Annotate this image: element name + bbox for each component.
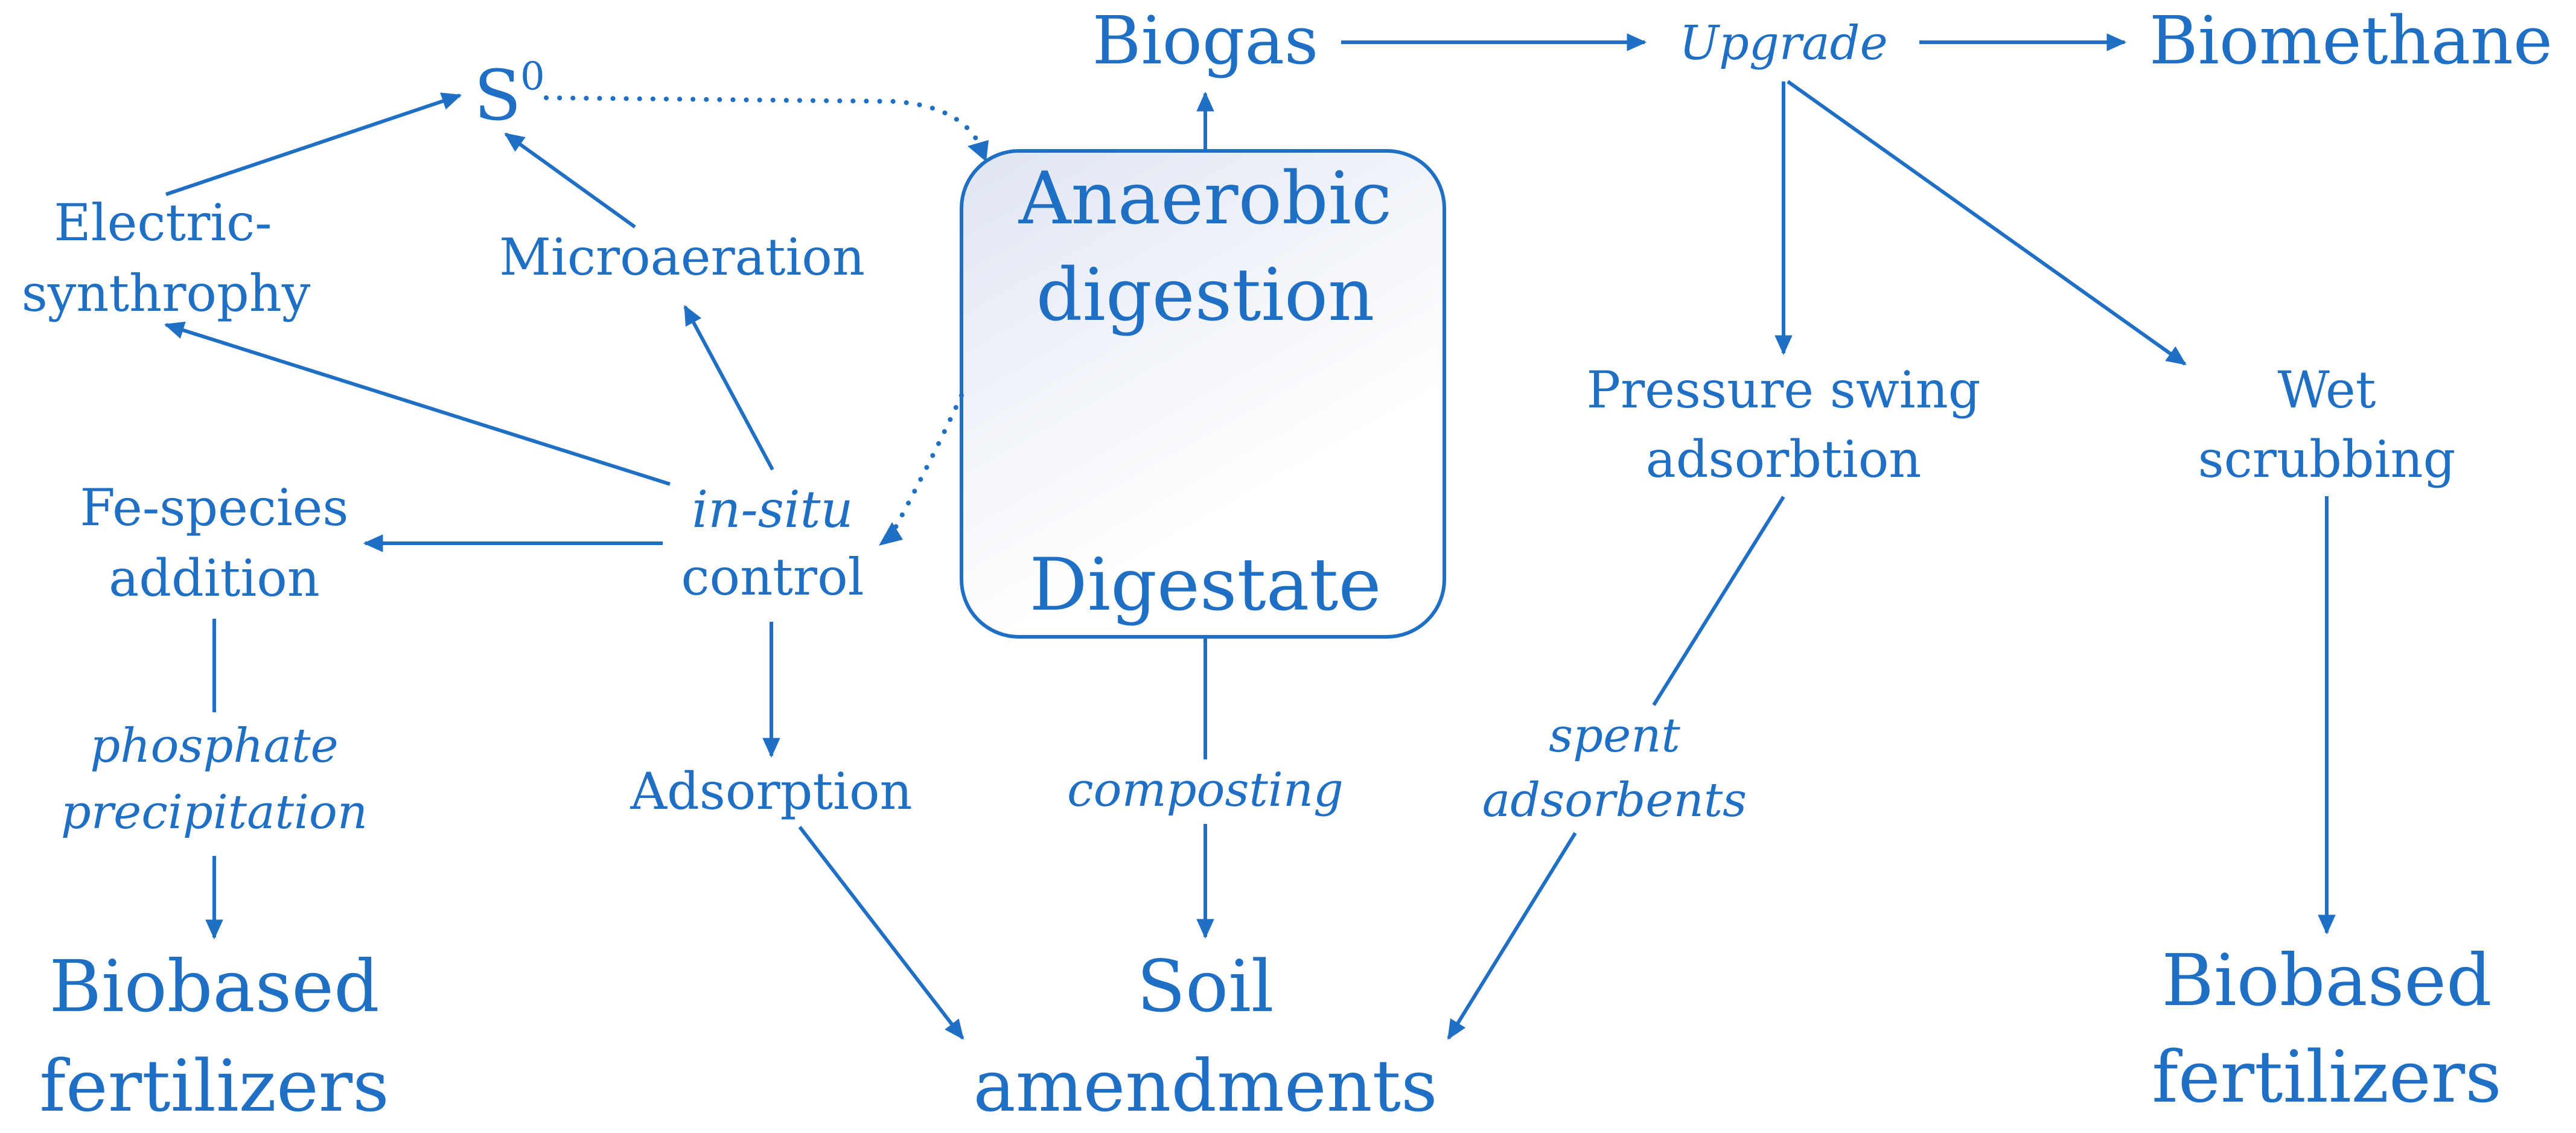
adsorption-label: Adsorption [630, 762, 912, 821]
fe-species-label-line2: addition [109, 549, 320, 608]
soil-label-line1: Soil [1137, 945, 1274, 1028]
phosphate-label-line1: phosphate [90, 719, 338, 773]
s0-superscript: 0 [520, 54, 545, 99]
biobased-left-line1: Biobased [49, 945, 379, 1028]
soil-label-line2: amendments [973, 1044, 1437, 1128]
insitu-label-line2: control [681, 547, 864, 607]
biobased-left-line2: fertilizers [39, 1044, 389, 1128]
arrow-insitu-to-electric [164, 321, 671, 486]
arrow-upgrade-to-wet-scrubbing [1787, 80, 2187, 366]
insitu-label-line1: in-situ [692, 480, 853, 539]
arrow-electric-to-s0 [165, 92, 462, 196]
line-psa-to-spent [1652, 496, 1785, 706]
microaeration-label: Microaeration [499, 228, 865, 287]
arrow-microaeration-to-s0 [504, 132, 636, 229]
biomethane-label: Biomethane [2149, 2, 2552, 79]
s0-label: S [474, 56, 521, 136]
digestion-label: digestion [1036, 254, 1375, 337]
phosphate-label-line2: precipitation [61, 785, 368, 840]
dotted-arrowhead-digestion [968, 140, 989, 162]
biobased-right-line2: fertilizers [2152, 1035, 2502, 1119]
arrow-adsorption-to-soil [798, 826, 964, 1040]
psa-label-line1: Pressure swing [1586, 360, 1980, 420]
dotted-arrow-s0-to-digestion [544, 95, 982, 147]
composting-label: composting [1067, 763, 1344, 817]
arrow-spent-to-soil [1447, 832, 1577, 1040]
biogas-label: Biogas [1092, 2, 1319, 79]
spent-label-line2: adsorbents [1482, 773, 1747, 828]
arrow-insitu-to-microaeration [683, 305, 774, 471]
digestate-label: Digestate [1029, 543, 1381, 627]
psa-label-line2: adsorbtion [1646, 430, 1922, 489]
anaerobic-label: Anaerobic [1018, 157, 1392, 241]
biobased-right-line1: Biobased [2161, 939, 2492, 1022]
electric-label-line2: synthrophy [22, 264, 311, 323]
dotted-arrow-digestion-to-insitu [888, 393, 964, 540]
electric-label-line1: Electric- [54, 193, 272, 252]
fe-species-label-line1: Fe-species [80, 478, 348, 537]
wet-label-line2: scrubbing [2198, 430, 2456, 489]
upgrade-label: Upgrade [1679, 16, 1887, 71]
dotted-arrowhead-insitu [879, 522, 903, 546]
wet-label-line1: Wet [2278, 360, 2376, 420]
spent-label-line1: spent [1549, 709, 1680, 763]
